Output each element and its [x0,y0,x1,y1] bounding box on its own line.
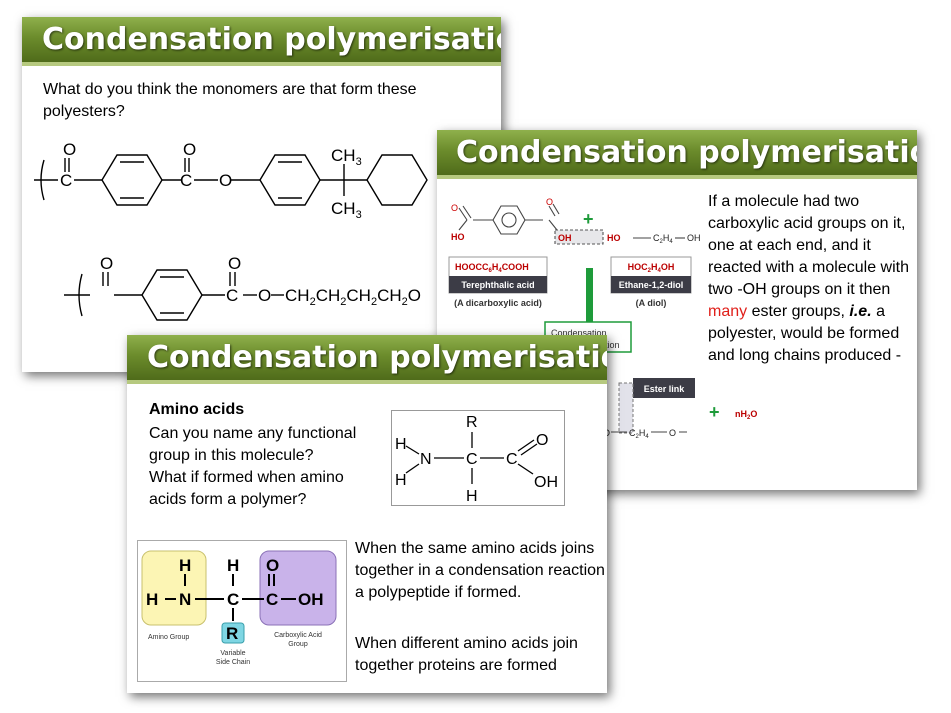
svg-text:C: C [506,451,518,468]
svg-text:O: O [451,203,458,213]
svg-text:O: O [669,428,676,438]
svg-text:C: C [226,286,238,305]
highlight-word: many [708,303,748,320]
svg-text:(A dicarboxylic acid): (A dicarboxylic acid) [454,298,542,308]
svg-text:H: H [146,590,158,609]
slide-polyester-monomers: Condensation polymerisation What do you … [22,17,501,372]
svg-text:+: + [709,402,720,422]
svg-text:(A diol): (A diol) [636,298,667,308]
amino-question-1: Can you name any functional group in thi… [149,425,357,464]
svg-text:OH: OH [298,590,324,609]
slide-title-bar: Condensation polymerisation [437,130,917,179]
svg-text:C: C [180,171,192,190]
slide-title: Condensation polymerisation [42,22,501,57]
svg-text:Group: Group [288,641,308,648]
svg-text:OH: OH [534,474,558,491]
svg-text:C2H4: C2H4 [629,428,649,440]
svg-text:CH2CH2CH2CH2O: CH2CH2CH2CH2O [285,286,421,308]
slide-title: Condensation polymerisation [147,340,607,375]
svg-text:O: O [63,142,76,159]
svg-text:OH: OH [558,233,572,243]
protein-paragraph: When different amino acids join together… [355,635,578,674]
svg-text:Variable: Variable [220,650,245,657]
svg-text:O: O [546,197,553,207]
svg-text:HO: HO [607,233,621,243]
svg-text:HOC2H4OH: HOC2H4OH [628,262,675,274]
svg-text:tion: tion [605,340,620,350]
svg-text:nH2O: nH2O [735,409,757,421]
svg-text:Ester link: Ester link [644,384,686,394]
svg-text:H: H [395,436,407,453]
svg-text:Ethane-1,2-diol: Ethane-1,2-diol [619,280,684,290]
svg-text:O: O [183,142,196,159]
svg-text:O: O [258,286,271,305]
svg-text:N: N [179,590,191,609]
svg-text:O: O [266,556,279,575]
svg-text:Amino Group: Amino Group [148,634,189,641]
svg-text:H: H [179,556,191,575]
water-product: + nH2O [709,402,757,422]
svg-text:C: C [466,451,478,468]
svg-text:Carboxylic Acid: Carboxylic Acid [274,632,322,639]
polyester-structures: O C O C O CH3 CH3 O O C O CH2CH2CH2CH2O [34,142,428,321]
slide-title-bar: Condensation polymerisation [22,17,501,66]
svg-text:N: N [420,451,432,468]
svg-text:O: O [219,171,232,190]
svg-text:C: C [227,590,239,609]
polypeptide-paragraph: When the same amino acids joins together… [355,540,605,601]
amino-heading: Amino acids [149,401,245,418]
svg-text:H: H [395,472,407,489]
svg-text:OH: OH [687,233,701,243]
amino-question-2: What if formed when amino acids form a p… [149,469,344,508]
slide-paragraph: If a molecule had two carboxylic acid gr… [708,193,909,364]
slide-title: Condensation polymerisation [456,135,917,170]
svg-text:R: R [226,624,238,643]
svg-text:CH3: CH3 [331,199,362,221]
svg-text:H: H [466,488,478,505]
svg-text:HOOCC6H4COOH: HOOCC6H4COOH [455,262,529,274]
svg-text:R: R [466,414,478,431]
labeled-amino-acid-diagram: H H N H C R O C OH Amino Group Carboxyli… [137,540,347,682]
svg-text:CH3: CH3 [331,146,362,168]
svg-text:Side Chain: Side Chain [216,659,250,666]
svg-text:C: C [266,590,278,609]
slide-amino-acids: Condensation polymerisation Amino acids … [127,335,607,693]
svg-text:H: H [227,556,239,575]
svg-text:Condensation: Condensation [551,328,607,338]
svg-text:Terephthalic acid: Terephthalic acid [461,280,534,290]
svg-text:+: + [583,209,594,229]
slide-title-bar: Condensation polymerisation [127,335,607,384]
slide-question: What do you think the monomers are that … [43,81,417,120]
svg-text:C: C [60,171,72,190]
svg-text:C2H4: C2H4 [653,233,673,245]
svg-text:HO: HO [451,232,465,242]
amino-acid-structure: R H N H C H C O OH [391,410,565,506]
svg-text:O: O [100,254,113,273]
svg-text:O: O [228,254,241,273]
svg-text:O: O [536,432,548,449]
